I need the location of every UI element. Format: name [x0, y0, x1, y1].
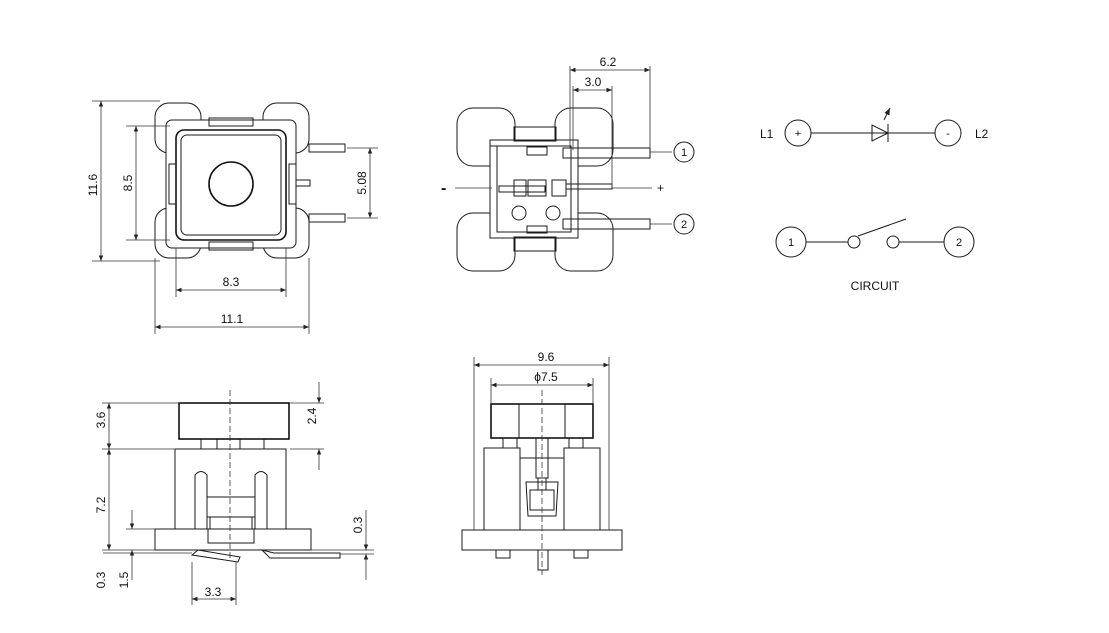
- dim-lead-length-label: 1.5: [117, 571, 131, 588]
- dim-lead-thickness-label: 0.3: [351, 516, 365, 533]
- switch-lever: [857, 218, 907, 237]
- dim-lead-pitch-label: 3.3: [205, 585, 222, 599]
- circuit-title: CIRCUIT: [851, 279, 900, 293]
- dim-body-height-label: 7.2: [94, 496, 108, 513]
- dim-offset-label: 3.0: [585, 75, 602, 89]
- dim-pin-pitch-label: 5.08: [355, 171, 369, 195]
- bottom-pin1-label: 1: [681, 147, 687, 159]
- side-view: 3.6 7.2 2.4 0.3 0.3 1.5 3.3: [94, 382, 374, 605]
- circuit-l1-label: L1: [760, 127, 774, 141]
- circuit-minus-label: -: [946, 128, 950, 140]
- dim-overall-width-label: 9.6: [538, 350, 555, 364]
- dim-inner-height-label: 8.5: [121, 174, 135, 191]
- dim-total-width-label: 6.2: [600, 55, 617, 69]
- bottom-view: 1 2 - + 6.2 3.0: [441, 55, 695, 272]
- circuit-pin1-label: 1: [788, 237, 794, 249]
- dim-inner-width-label: 8.3: [223, 275, 240, 289]
- dim-width-label: 11.1: [221, 312, 244, 326]
- switch-contact-right: [886, 235, 900, 249]
- led-symbol: [871, 124, 890, 142]
- pin1-marker: [673, 141, 695, 163]
- circuit-pin2-label: 2: [956, 237, 962, 249]
- circuit-l2-label: L2: [975, 127, 989, 141]
- switch-contact-left: [847, 235, 861, 249]
- dim-cap-diameter-label: ϕ7.5: [534, 370, 558, 384]
- pin2-marker: [673, 213, 695, 235]
- circuit-plus-label: +: [795, 128, 801, 140]
- bottom-plus-label: +: [657, 181, 664, 195]
- dim-height-label: 11.6: [86, 173, 100, 196]
- dim-cap-top-label: 2.4: [305, 407, 319, 424]
- top-view: 11.6 8.5 5.08 8.3 11.1: [86, 100, 378, 334]
- circuit-diagram: L1 L2 + - 1 2 CIRCUIT: [760, 107, 989, 293]
- bottom-pin2-label: 2: [681, 219, 687, 231]
- front-view: 9.6 ϕ7.5: [461, 350, 623, 575]
- dim-cap-height-label: 3.6: [94, 411, 108, 428]
- bottom-minus-label: -: [441, 180, 446, 197]
- dim-lead-offset-label: 0.3: [94, 571, 108, 588]
